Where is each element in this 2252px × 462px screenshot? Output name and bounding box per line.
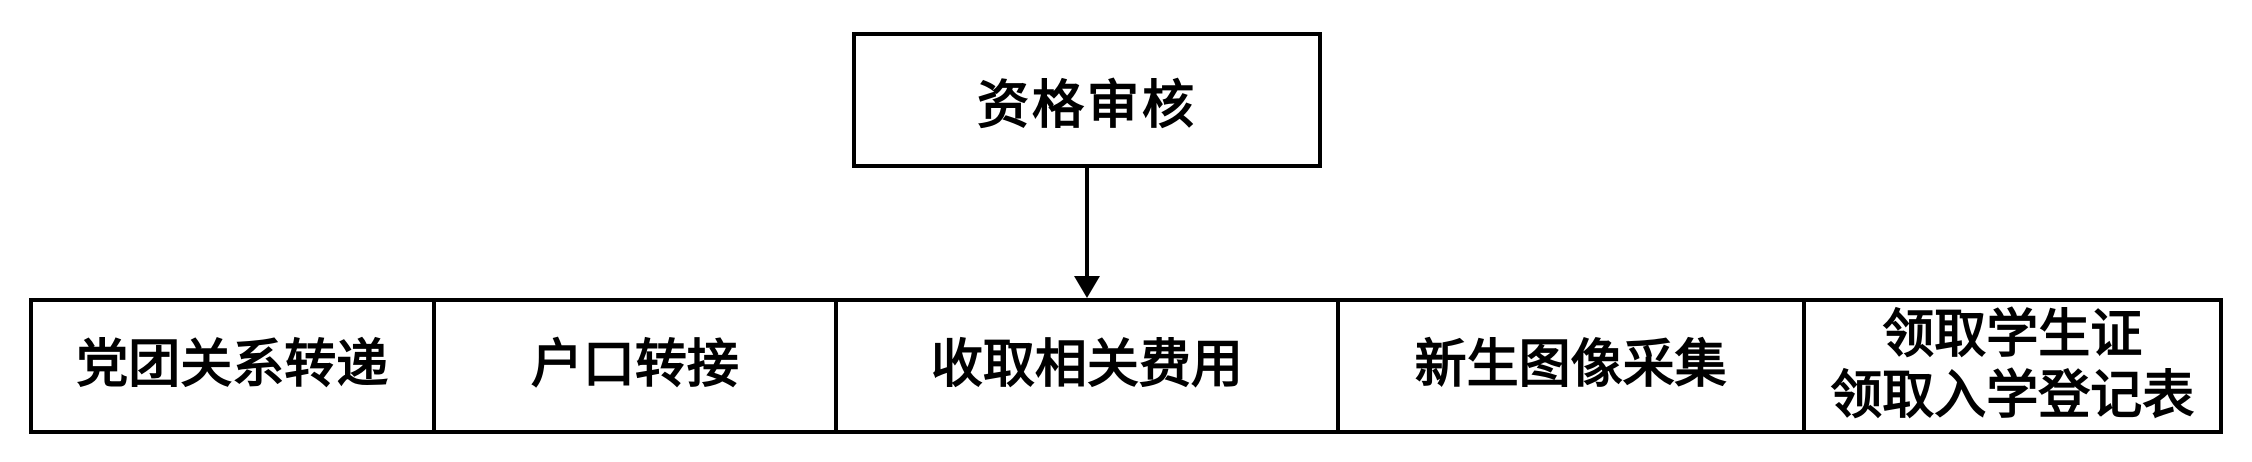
cell-collect-registration-form-label: 领取入学登记表 bbox=[1830, 367, 2195, 425]
cell-party-league-transfer: 党团关系转递 bbox=[33, 302, 432, 430]
cell-freshman-image-capture-label: 新生图像采集 bbox=[1414, 336, 1727, 395]
cell-freshman-image-capture: 新生图像采集 bbox=[1335, 302, 1802, 430]
cell-fee-collection: 收取相关费用 bbox=[834, 302, 1336, 430]
arrow-head bbox=[1074, 276, 1100, 298]
arrow-line bbox=[1085, 168, 1089, 280]
cell-collect-student-id-label: 领取学生证 bbox=[1882, 305, 2143, 364]
node-qualification-review-label: 资格审核 bbox=[976, 76, 1197, 135]
cell-party-league-transfer-label: 党团关系转递 bbox=[76, 336, 389, 395]
node-qualification-review: 资格审核 bbox=[852, 32, 1322, 168]
cell-household-registration-transfer-label: 户口转接 bbox=[530, 336, 739, 395]
cell-household-registration-transfer: 户口转接 bbox=[431, 302, 835, 430]
cell-collect-student-id-and-registration-form: 领取学生证 领取入学登记表 bbox=[1801, 302, 2219, 430]
process-row: 党团关系转递 户口转接 收取相关费用 新生图像采集 领取学生证 领取入学登记表 bbox=[29, 298, 2223, 434]
cell-fee-collection-label: 收取相关费用 bbox=[930, 336, 1243, 395]
